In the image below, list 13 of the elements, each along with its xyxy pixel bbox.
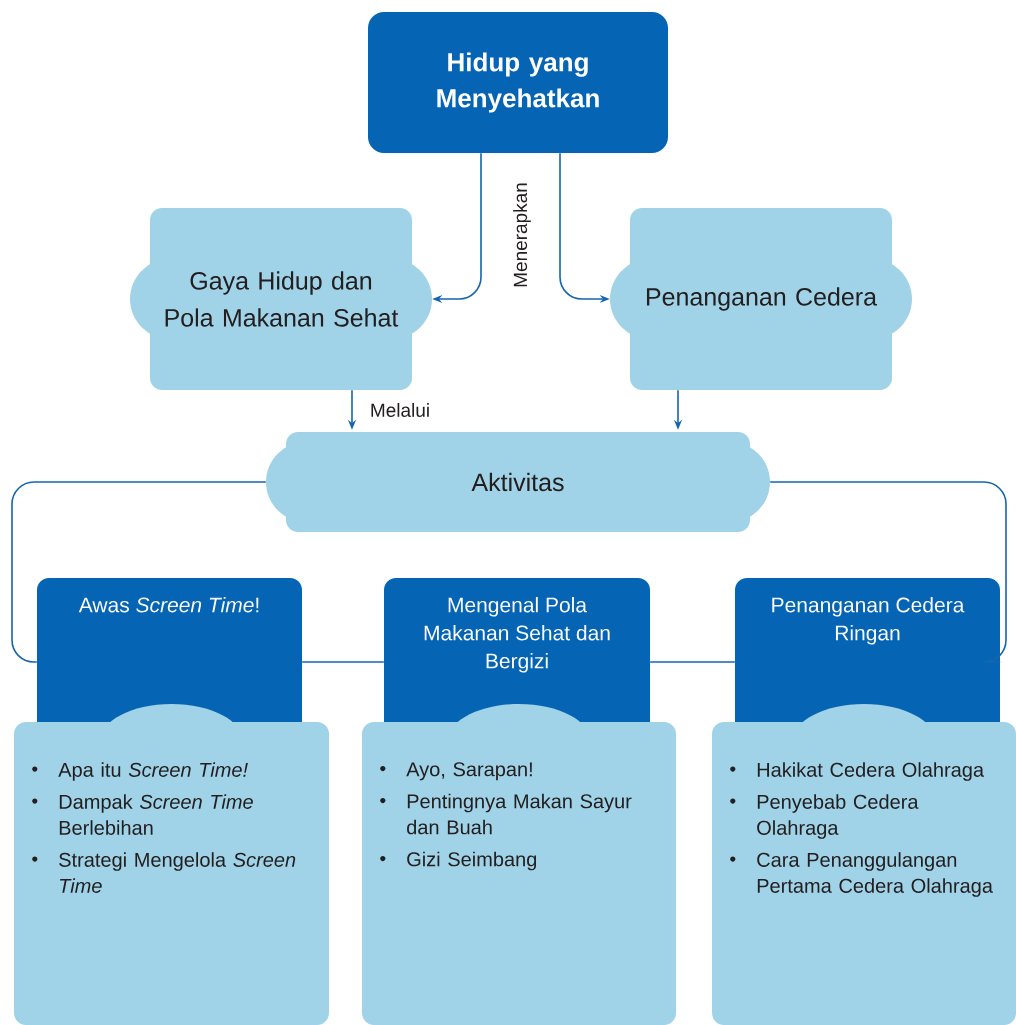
bullet-card: Ayo, Sarapan! Pentingnya Makan Sayur dan Buah Gizi Seimbang [362, 704, 676, 1025]
edge-label: Menerapkan [513, 183, 531, 287]
connector [301, 661, 385, 663]
scroll-box: Gaya Hidup dan Pola Makanan Sehat [130, 208, 432, 390]
bullet-card: Hakikat Cedera Olahraga Penyebab Cedera Olahraga Cara Penanggulangan Pertama Cedera Olahraga [712, 704, 1016, 1025]
scroll-box: Penanganan Cedera [610, 208, 912, 390]
scroll-box: Aktivitas [266, 432, 770, 532]
process-box: Hidup yang Menyehatkan [368, 12, 668, 153]
connector [649, 661, 736, 663]
edge-label: Melalui [371, 403, 429, 417]
connector [11, 481, 267, 663]
connector [769, 481, 1007, 663]
bullet-card: Apa itu Screen Time! Dampak Screen Time Berlebihan Strategi Mengelola Screen Time [14, 704, 329, 1025]
